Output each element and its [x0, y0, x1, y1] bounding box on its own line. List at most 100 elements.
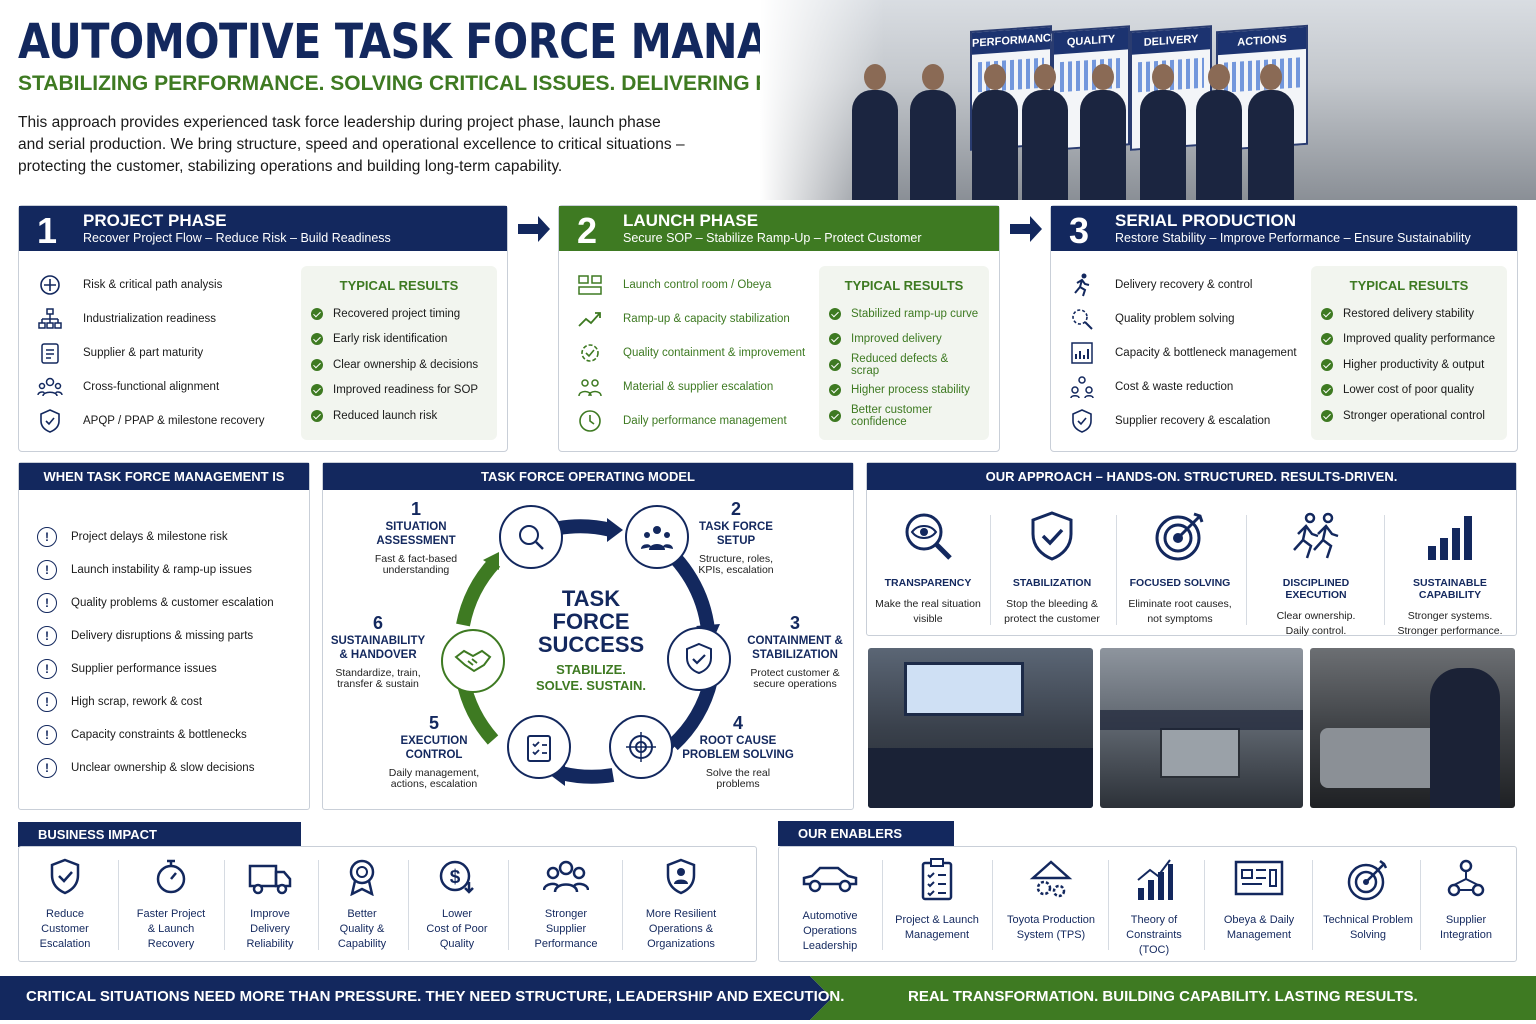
step-title: TASK FORCE: [699, 521, 773, 533]
step-desc: Daily management,actions, escalation: [359, 766, 509, 792]
step-title: PROBLEM SOLVING: [682, 749, 794, 761]
list-item-label: Capacity & bottleneck management: [1115, 347, 1297, 359]
shield-check-icon: [1031, 511, 1073, 561]
result-label: Improved quality performance: [1343, 333, 1496, 346]
enabler-label-line: Management: [1226, 929, 1292, 941]
photo-control-room: [868, 648, 1093, 808]
runner-icon: [1067, 273, 1097, 297]
enablers-panel: [778, 846, 1517, 962]
results-title: TYPICAL RESULTS: [1349, 278, 1469, 293]
enabler-label-line: Operations: [803, 925, 857, 937]
alert-icon: !: [37, 559, 57, 580]
divider: [882, 860, 883, 950]
step-desc-line: understanding: [382, 564, 450, 576]
step-title: EXECUTION: [400, 735, 468, 747]
award-icon: [349, 859, 375, 897]
phase-card-serial: 3 SERIAL PRODUCTION Restore Stability – …: [1050, 205, 1518, 452]
typical-results: TYPICAL RESULTS Recovered project timing…: [301, 266, 497, 440]
approach-desc: Stop the bleeding &protect the customer: [990, 597, 1114, 627]
alert-icon: !: [37, 592, 57, 613]
step-desc: Structure, roles,KPIs, escalation: [661, 552, 811, 578]
impact-label-line: Quality: [439, 938, 475, 950]
phase-focus-list: Risk & critical path analysis Industrial…: [35, 268, 305, 438]
list-item: Material & supplier escalation: [575, 370, 845, 404]
result-label: Reduced defects & scrap: [851, 352, 949, 377]
center-title: SUCCESS: [537, 632, 645, 657]
list-item: !Launch instability & ramp-up issues: [19, 553, 309, 586]
list-item: APQP / PPAP & milestone recovery: [35, 404, 305, 438]
list-item-label: Cross-functional alignment: [83, 381, 220, 393]
check-icon: [1321, 384, 1333, 397]
divider: [990, 515, 991, 625]
phase-card-project: 1 PROJECT PHASE Recover Project Flow – R…: [18, 205, 508, 452]
enabler-label-line: Obeya & Daily: [1223, 914, 1295, 926]
enabler-label-line: Leadership: [802, 940, 858, 952]
check-icon: [829, 333, 841, 346]
check-icon: [311, 307, 323, 320]
step-circle-assessment: [499, 505, 563, 569]
center-title: FORCE: [552, 609, 630, 634]
ramp-up-icon: [575, 307, 605, 331]
handshake-icon: [454, 649, 492, 673]
target-icon: [626, 732, 656, 762]
list-item-label: Quality containment & improvement: [623, 347, 806, 359]
hero-board-label: ACTIONS: [1218, 26, 1306, 56]
divider: [1420, 860, 1421, 950]
impact-label-line: Capability: [337, 938, 387, 950]
approach-item: FOCUSED SOLVING Eliminate root causes,no…: [1118, 510, 1242, 627]
list-item-label: Supplier & part maturity: [83, 347, 204, 359]
approach-title: DISCIPLINED EXECUTION: [1282, 577, 1350, 601]
list-item: !Quality problems & customer escalation: [19, 586, 309, 619]
step-desc: Protect customer &secure operations: [721, 666, 869, 692]
shield-check-icon: [35, 409, 65, 433]
approach-item: SUSTAINABLE CAPABILITY Stronger systems.…: [1388, 510, 1512, 639]
result-item: Recovered project timing: [311, 301, 487, 327]
shield-check-icon: [686, 642, 712, 675]
need-list: !Project delays & milestone risk !Launch…: [19, 490, 309, 784]
person-figure: [1080, 64, 1126, 200]
check-icon: [1321, 358, 1333, 371]
phase-number: 1: [37, 210, 58, 251]
impact-label-line: Improve: [250, 908, 290, 920]
handshake-check-icon: [1067, 409, 1097, 433]
divider: [622, 860, 623, 950]
bars-trend-icon: [1137, 859, 1173, 900]
divider: [318, 860, 319, 950]
clipboard-check-icon: [527, 735, 551, 762]
impact-label-line: Operations &: [648, 923, 714, 935]
result-label: Restored delivery stability: [1343, 307, 1475, 320]
footer-right-text: REAL TRANSFORMATION. BUILDING CAPABILITY…: [908, 988, 1418, 1005]
list-item: !Unclear ownership & slow decisions: [19, 751, 309, 784]
phase-header: 3 SERIAL PRODUCTION Restore Stability – …: [1051, 206, 1517, 251]
check-icon: [1321, 333, 1333, 346]
list-item: Delivery recovery & control: [1067, 268, 1337, 302]
list-item: Ramp-up & capacity stabilization: [575, 302, 845, 336]
check-icon: [829, 384, 841, 397]
enabler-label-line: Solving: [1349, 929, 1387, 941]
photo-shop-floor: [1100, 648, 1303, 808]
result-item: Clear ownership & decisions: [311, 352, 487, 378]
enabler-label-line: Constraints: [1126, 929, 1182, 941]
result-item: Improved delivery: [829, 327, 979, 353]
page-subtitle: STABILIZING PERFORMANCE. SOLVING CRITICA…: [18, 72, 858, 95]
alert-icon: !: [37, 757, 57, 778]
list-item: !High scrap, rework & cost: [19, 685, 309, 718]
step-title: SITUATION: [385, 521, 447, 533]
bar-chart-icon: [1428, 516, 1472, 560]
intro-text: This approach provides experienced task …: [18, 112, 758, 178]
list-item-label: Delivery disruptions & missing parts: [71, 629, 254, 642]
result-label: Higher process stability: [851, 384, 970, 397]
phase-card-launch: 2 LAUNCH PHASE Secure SOP – Stabilize Ra…: [558, 205, 1000, 452]
